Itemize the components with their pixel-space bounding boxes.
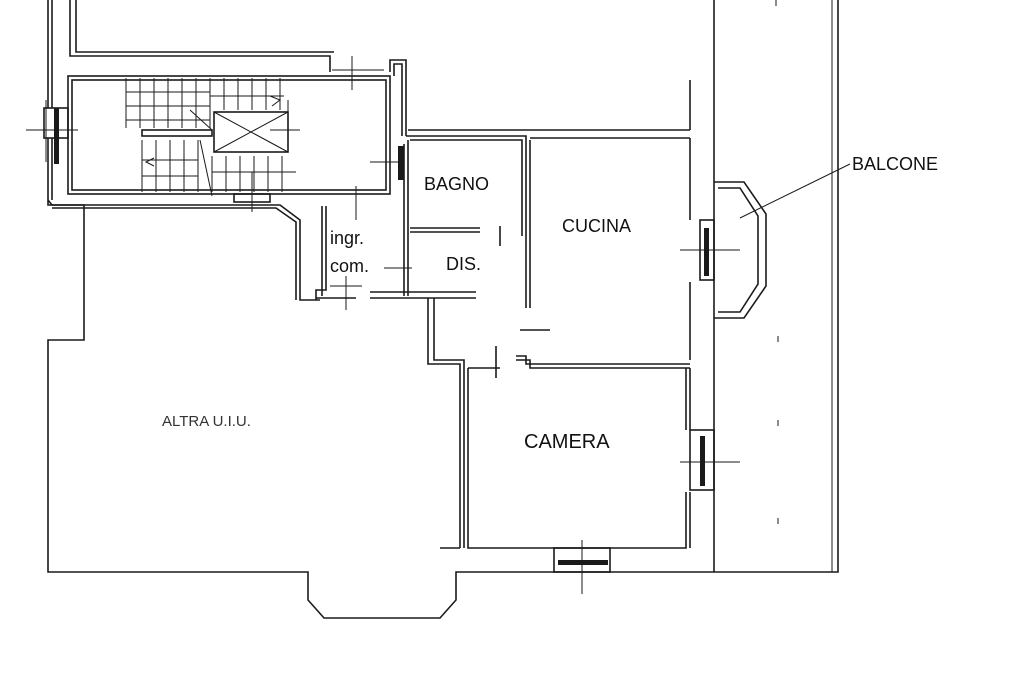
room-label-altra-uiu: ALTRA U.I.U. (162, 413, 251, 430)
outer-walls (47, 0, 839, 619)
windows (26, 0, 779, 594)
stairwell (67, 75, 391, 197)
room-label-cucina: CUCINA (562, 216, 631, 236)
callout-balcone: BALCONE (852, 154, 938, 174)
balcony (714, 181, 767, 319)
room-label-ingr-line1: ingr. (330, 228, 364, 248)
balcone-leader-line (739, 163, 851, 219)
room-label-camera: CAMERA (524, 431, 610, 453)
stair-perimeter (47, 59, 407, 301)
room-label-dis: DIS. (446, 254, 481, 274)
interior-walls (315, 135, 691, 549)
room-label-ingr-line2: com. (330, 256, 369, 276)
room-label-bagno: BAGNO (424, 174, 489, 194)
